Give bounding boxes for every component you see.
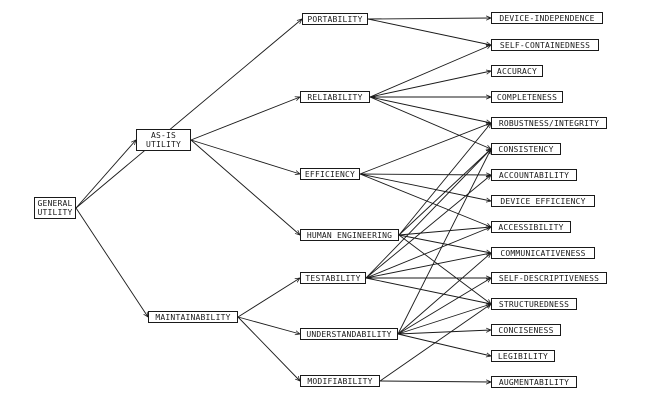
edge-general-to-port — [75, 19, 302, 209]
edge-eff-to-access — [359, 173, 491, 227]
edge-maint-to-under — [237, 316, 300, 334]
node-as-is-utility: AS-IS UTILITY — [136, 129, 191, 151]
edge-eff-to-account — [359, 174, 491, 175]
edge-rel-to-cons — [369, 96, 491, 149]
node-structuredness: STRUCTUREDNESS — [491, 298, 577, 310]
node-legibility: LEGIBILITY — [491, 350, 555, 362]
edge-port-to-selfcont — [367, 18, 491, 45]
node-understandability: UNDERSTANDABILITY — [300, 328, 398, 340]
edge-test-to-comm — [365, 253, 491, 279]
edge-maint-to-modif — [237, 316, 300, 381]
edge-rel-to-robust — [369, 96, 491, 123]
edge-test-to-struct — [365, 277, 491, 304]
edge-test-to-access — [365, 227, 491, 279]
edge-eff-to-deveff — [359, 173, 491, 201]
node-device-independence: DEVICE-INDEPENDENCE — [491, 12, 603, 24]
node-augmentability: AUGMENTABILITY — [491, 376, 577, 388]
node-human-engineering: HUMAN ENGINEERING — [300, 229, 399, 241]
node-conciseness: CONCISENESS — [491, 324, 561, 336]
node-reliability: RELIABILITY — [300, 91, 370, 103]
edge-rel-to-acc — [369, 71, 491, 98]
edge-test-to-account — [365, 175, 491, 279]
node-portability: PORTABILITY — [302, 13, 368, 25]
edge-modif-to-augment — [379, 381, 491, 382]
edge-maint-to-test — [237, 278, 300, 318]
node-communicativeness: COMMUNICATIVENESS — [491, 247, 595, 259]
edge-eff-to-robust — [359, 123, 491, 175]
node-accessibility: ACCESSIBILITY — [491, 221, 571, 233]
node-accuracy: ACCURACY — [491, 65, 543, 77]
node-modifiability: MODIFIABILITY — [300, 375, 380, 387]
node-accountability: ACCOUNTABILITY — [491, 169, 577, 181]
edge-human-to-comm — [398, 234, 491, 253]
edge-under-to-concise — [397, 330, 491, 335]
node-maintainability: MAINTAINABILITY — [148, 311, 238, 323]
node-self-descriptiveness: SELF-DESCRIPTIVENESS — [491, 272, 607, 284]
edge-under-to-selfdesc — [397, 278, 491, 335]
node-robustness-integrity: ROBUSTNESS/INTEGRITY — [491, 117, 607, 129]
node-device-efficiency: DEVICE EFFICIENCY — [491, 195, 595, 207]
edge-human-to-robust — [398, 123, 491, 236]
edge-under-to-cons — [397, 149, 491, 335]
edge-under-to-struct — [397, 304, 491, 335]
edge-human-to-struct — [398, 234, 491, 304]
node-efficiency: EFFICIENCY — [300, 168, 360, 180]
edge-human-to-cons — [398, 149, 491, 236]
edge-test-to-cons — [365, 149, 491, 279]
edge-rel-to-selfcont — [369, 45, 491, 98]
node-self-containedness: SELF-CONTAINEDNESS — [491, 39, 599, 51]
edge-general-to-asis — [75, 140, 136, 209]
edge-under-to-comm — [397, 253, 491, 335]
edge-under-to-legib — [397, 333, 491, 356]
edge-asis-to-human — [190, 139, 300, 235]
node-general-utility: GENERAL UTILITY — [34, 197, 76, 219]
edge-asis-to-eff — [190, 139, 300, 174]
edge-general-to-maint — [75, 207, 148, 317]
edge-human-to-access — [398, 227, 491, 236]
node-testability: TESTABILITY — [300, 272, 366, 284]
edge-modif-to-struct — [379, 304, 491, 382]
node-consistency: CONSISTENCY — [491, 143, 561, 155]
node-completeness: COMPLETENESS — [491, 91, 563, 103]
edge-port-to-devind — [367, 18, 491, 19]
edge-asis-to-rel — [190, 97, 300, 141]
